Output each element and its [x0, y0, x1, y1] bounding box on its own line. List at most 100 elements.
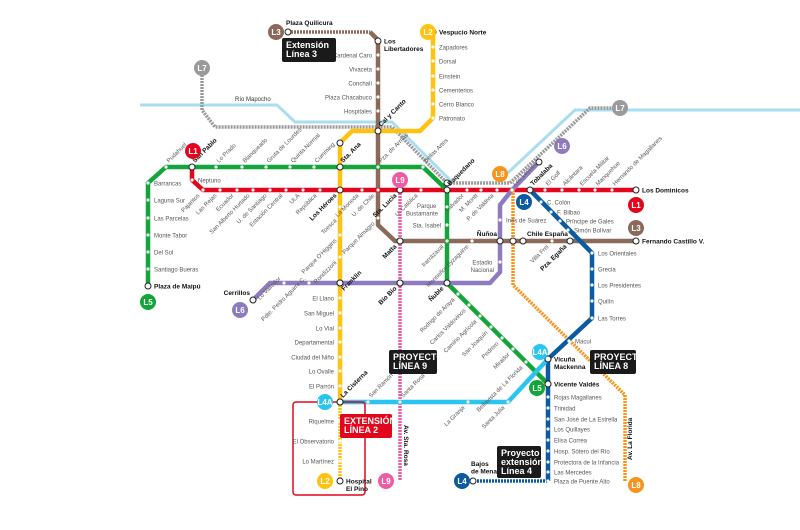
- station-label: Hospitales: [344, 110, 372, 116]
- project-box-text: LÍNEA 2: [344, 425, 378, 435]
- project-box-bg: [590, 350, 636, 374]
- station-marker: [510, 188, 514, 192]
- station-marker: [338, 369, 342, 373]
- station-label: Los Orientales: [598, 252, 637, 258]
- line-badge-l7: L7: [194, 60, 210, 76]
- station-marker: [558, 219, 562, 223]
- river-label: Río Mapocho: [235, 97, 271, 103]
- line-badge-l5: L5: [140, 294, 156, 310]
- station-marker: [590, 316, 594, 320]
- line-badge-l9: L9: [392, 172, 408, 188]
- station-label: Los Libertadores: [384, 39, 424, 54]
- station-marker: [366, 400, 370, 404]
- project-box-bg: [340, 414, 392, 438]
- station-label: Estadio Nacional: [471, 261, 494, 275]
- project-box-bg: [389, 350, 437, 374]
- badge-label: L7: [197, 64, 207, 73]
- station-label: Vivaceta: [349, 68, 373, 74]
- station-label: Parque Almagro: [342, 221, 377, 256]
- interchange-marker: [544, 380, 552, 388]
- station-marker: [307, 281, 311, 285]
- station-label: Simón Bolívar: [574, 229, 611, 235]
- project-box-bg: [497, 446, 541, 478]
- station-marker: [546, 417, 550, 421]
- station-marker: [539, 200, 543, 204]
- station-label: Cementerios: [439, 89, 473, 95]
- station-label: Las Mercedes: [554, 471, 592, 477]
- badge-circle: [628, 197, 644, 213]
- badge-circle: [378, 473, 394, 489]
- line-badge-l3: L3: [628, 220, 644, 236]
- station-marker: [590, 283, 594, 287]
- interchange-marker: [535, 158, 543, 166]
- station-label: Conchalí: [348, 82, 372, 88]
- station-label: Lo Vial: [316, 327, 334, 333]
- station-label: Ciudad del Niño: [291, 356, 334, 362]
- station-marker: [590, 251, 594, 255]
- station-label: Patronato: [439, 117, 466, 123]
- station-marker: [546, 460, 550, 464]
- interchange-marker: [443, 279, 451, 287]
- station-label: Chile España: [527, 231, 568, 238]
- station-label: F. Bilbao: [557, 211, 581, 217]
- station-label: Las Torres: [598, 317, 626, 323]
- station-marker: [550, 239, 554, 243]
- line-l8-project-segment: [511, 190, 627, 481]
- river-mapocho-east: [496, 108, 800, 184]
- badge-label: L3: [631, 224, 641, 233]
- station-marker: [376, 188, 380, 192]
- badge-label: L4A: [532, 348, 547, 357]
- station-label: Vicuña Mackenna: [554, 357, 586, 372]
- station-marker: [146, 216, 150, 220]
- badge-circle: [317, 394, 333, 410]
- station-marker: [338, 311, 342, 315]
- station-marker: [549, 210, 553, 214]
- station-marker: [466, 400, 470, 404]
- station-label: Hernando de Magallanes: [612, 136, 664, 188]
- station-label: Elisa Correa: [554, 439, 588, 445]
- station-label: El Llano: [312, 297, 334, 303]
- badge-circle: [628, 220, 644, 236]
- station-label: Cerrillos: [224, 290, 251, 297]
- interchange-marker: [396, 237, 404, 245]
- station-marker: [443, 186, 451, 194]
- interchange-marker: [336, 279, 344, 287]
- station-label: Ñuñoa: [477, 229, 498, 238]
- station-marker: [146, 233, 150, 237]
- station-marker: [469, 477, 477, 485]
- station-marker: [567, 339, 571, 343]
- station-marker: [338, 296, 342, 300]
- station-label: Parque Bustamante: [406, 204, 439, 218]
- station-marker: [632, 237, 640, 245]
- line-badge-l8: L8: [492, 166, 508, 182]
- station-label: Laguna Sur: [154, 199, 185, 205]
- line-badge-l1: L1: [185, 143, 201, 159]
- badge-circle: [420, 24, 436, 40]
- station-label: Pedrero: [481, 341, 501, 361]
- station-marker: [164, 165, 168, 169]
- station-label: San Ramón: [368, 373, 395, 400]
- station-marker: [445, 223, 449, 227]
- station-marker: [338, 355, 342, 359]
- station-marker: [632, 186, 640, 194]
- station-label: Cardenal Caro: [333, 54, 373, 60]
- station-marker: [312, 165, 316, 169]
- station-label: Bellas Artes: [423, 138, 450, 165]
- station-marker: [590, 267, 594, 271]
- station-label: Dorsal: [439, 60, 456, 66]
- station-marker: [190, 178, 194, 182]
- badge-circle: [140, 294, 156, 310]
- badge-label: L8: [631, 481, 641, 490]
- station-label: Cumming: [314, 142, 336, 164]
- badge-circle: [554, 138, 570, 154]
- interchange-marker: [336, 398, 344, 406]
- station-marker: [498, 260, 502, 264]
- station-marker: [336, 477, 344, 485]
- badge-label: L4A: [317, 398, 332, 407]
- street-label-av-sta-rosa: Av. Sta. Rosa: [402, 425, 409, 466]
- station-label: Santiago Bueras: [154, 268, 198, 274]
- river-layer: Río Mapocho: [140, 97, 800, 184]
- station-marker: [593, 188, 597, 192]
- line-badge-l4: L4: [454, 473, 470, 489]
